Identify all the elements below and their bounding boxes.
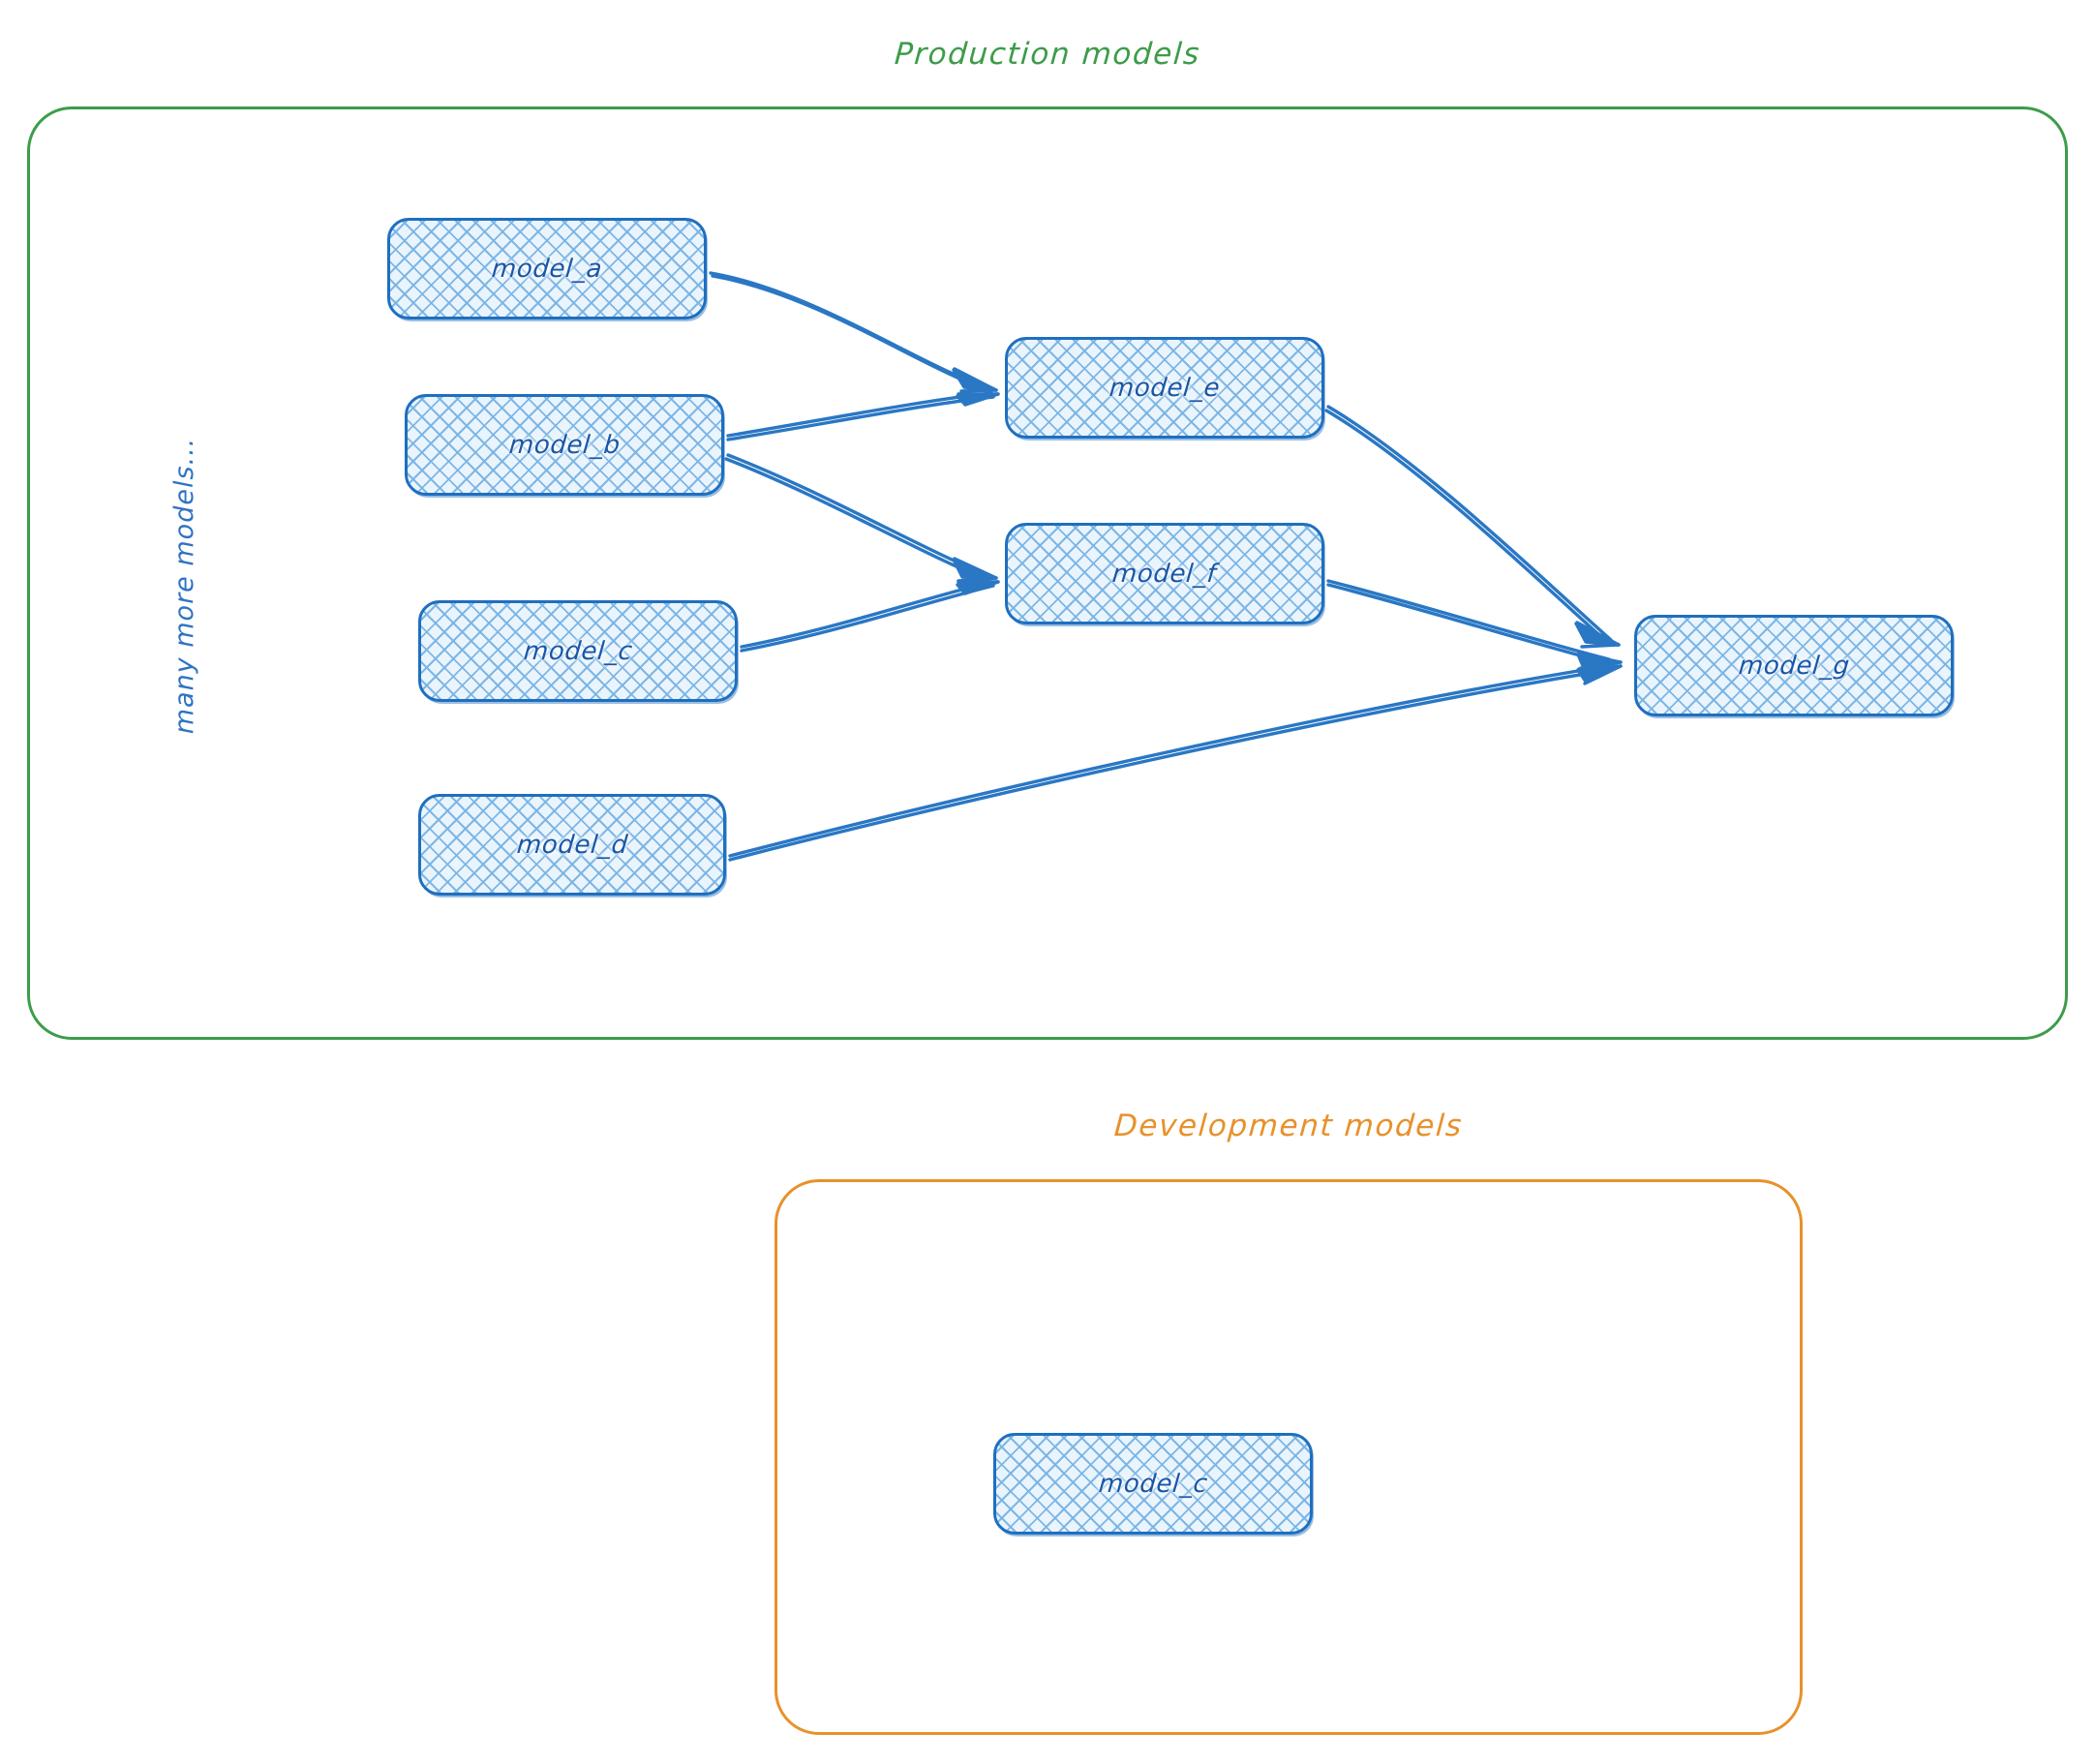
node-model_e[interactable]: model_e — [1005, 337, 1324, 439]
node-model_b[interactable]: model_b — [405, 394, 724, 496]
node-model_c[interactable]: model_c — [418, 600, 738, 702]
node-model_f[interactable]: model_f — [1005, 523, 1324, 624]
node-model_g-label: model_g — [1737, 651, 1851, 681]
node-model_a-label: model_a — [490, 254, 604, 284]
development-models-title: Development models — [1112, 1109, 1465, 1143]
node-model_d[interactable]: model_d — [418, 794, 726, 896]
node-model_e-label: model_e — [1108, 373, 1222, 403]
edge-model_c-to-model_f — [740, 580, 1000, 653]
development-models-group — [774, 1179, 1803, 1735]
node-model_d-label: model_d — [515, 830, 629, 860]
many-more-models-annotation: many more models... — [169, 437, 199, 735]
node-dev-model_c[interactable]: model_c — [993, 1433, 1313, 1535]
node-model_c-label: model_c — [522, 636, 634, 666]
node-model_b-label: model_b — [507, 430, 622, 460]
edge-model_a-to-model_e — [709, 271, 998, 393]
node-dev-model_c-label: model_c — [1097, 1469, 1209, 1499]
node-model_f-label: model_f — [1111, 559, 1218, 589]
node-model_a[interactable]: model_a — [387, 218, 707, 319]
edge-model_d-to-model_g — [728, 664, 1623, 862]
production-models-group — [27, 106, 2068, 1040]
production-models-title: Production models — [893, 37, 1202, 72]
node-model_g[interactable]: model_g — [1634, 615, 1954, 716]
edge-model_b-to-model_f — [724, 453, 998, 583]
edge-model_b-to-model_e — [726, 391, 1000, 441]
edge-model_f-to-model_g — [1326, 579, 1623, 670]
edge-model_e-to-model_g — [1324, 405, 1621, 649]
